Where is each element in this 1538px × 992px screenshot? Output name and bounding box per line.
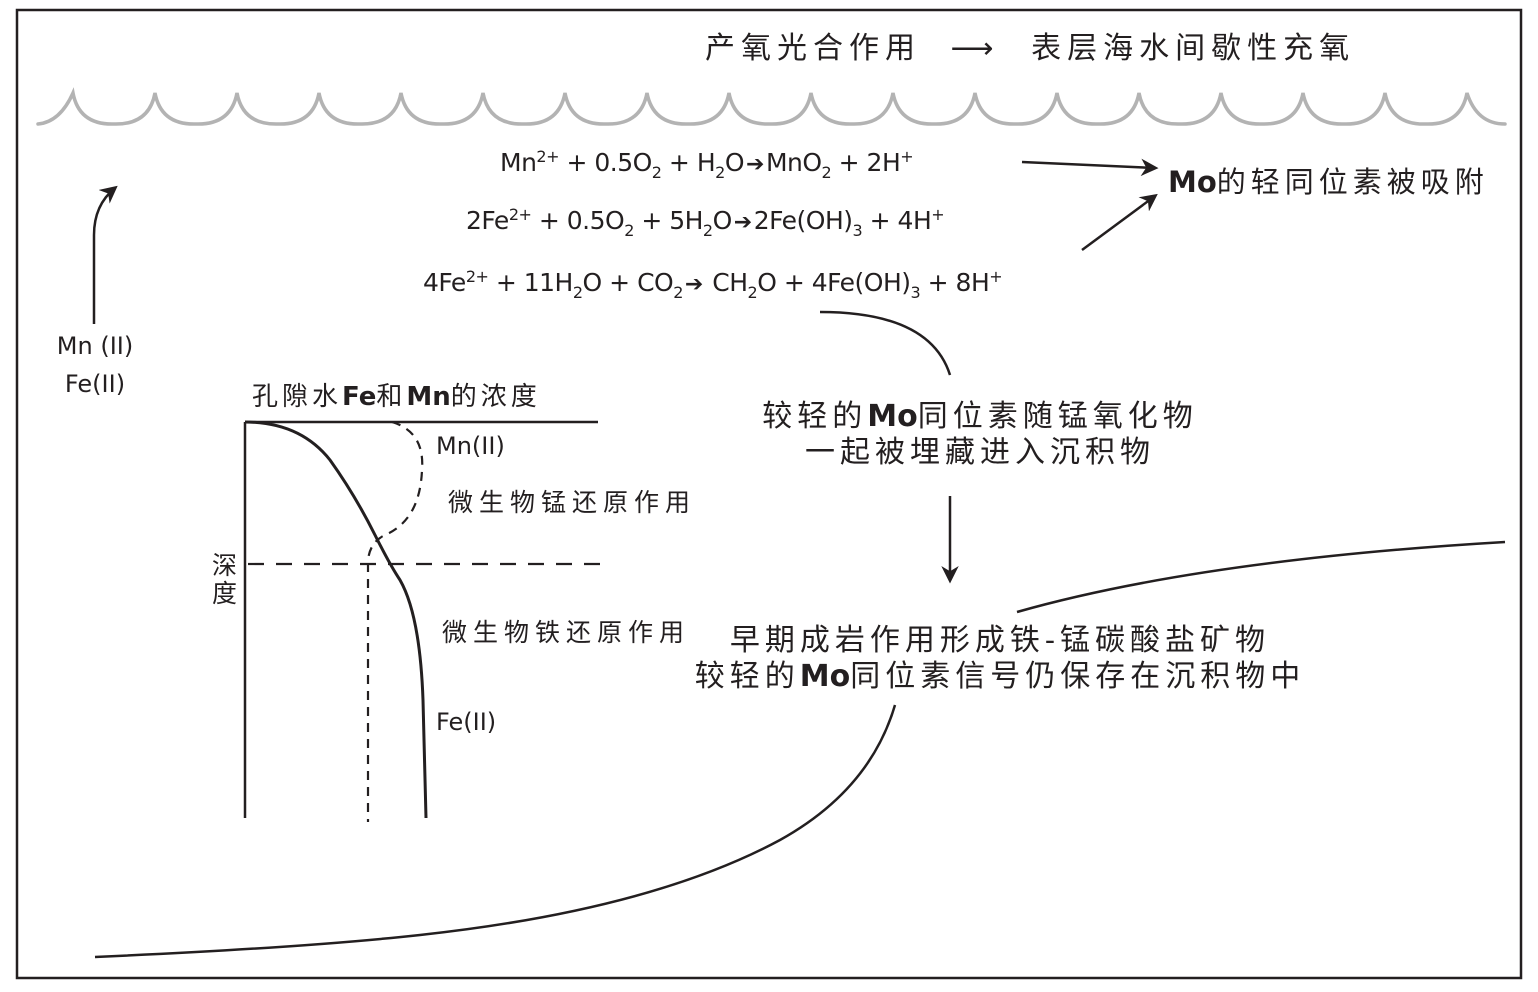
burial-text-line-2: 一起被埋藏进入沉积物 — [805, 435, 1155, 470]
subscript: 2 — [702, 221, 713, 240]
mn-ii-curve-label: Mn(II) — [436, 432, 505, 460]
superscript: 2+ — [508, 205, 532, 224]
diagenesis-text-line-2: 较轻的Mo同位素信号仍保存在沉积物中 — [680, 662, 1320, 692]
upwelling-mn-label: Mn (II) — [56, 332, 134, 360]
depth-label-char-2: 度 — [212, 579, 238, 608]
diagenesis-mo-symbol: Mo — [799, 659, 851, 694]
arrow-mn-oxidation-to-mo — [1021, 158, 1159, 177]
profile-title: 孔隙水Fe和Mn的浓度 — [252, 384, 541, 410]
formula-text: + 4H — [862, 206, 932, 235]
diagenesis-text-pre: 较轻的 — [694, 659, 800, 694]
microbial-fe-reduction-label: 微生物铁还原作用 — [442, 618, 691, 647]
burial-mo-symbol: Mo — [867, 399, 918, 434]
reaction-arrow-icon: ➔ — [684, 272, 703, 297]
formula-text: O — [724, 148, 745, 177]
subscript: 2 — [715, 163, 725, 182]
formula-text: 2Fe(OH) — [753, 206, 853, 235]
subscript: 2 — [651, 163, 662, 182]
title-text: 孔隙水 — [252, 382, 343, 412]
equation-mn-oxidation: Mn2+ + 0.5O2 + H2O➔MnO2 + 2H+ — [500, 147, 914, 181]
title-arrow-icon: ⟶ — [950, 31, 994, 66]
formula-text: 4Fe — [423, 268, 466, 297]
title-text: 的浓度 — [450, 382, 541, 412]
formula-text: CH — [704, 268, 748, 297]
arrow-fe-oxidation-to-mo — [1081, 193, 1158, 252]
formula-text: Mn — [500, 148, 537, 177]
title-photosynthesis: 产氧光合作用 — [705, 31, 921, 66]
upwelling-arrow — [92, 185, 118, 324]
superscript: 2+ — [536, 147, 560, 166]
microbial-mn-reduction-label: 微生物锰还原作用 — [448, 488, 697, 517]
mo-adsorption-text: 的轻同位素被吸附 — [1216, 165, 1489, 199]
mo-light-isotope-adsorbed: Mo的轻同位素被吸附 — [1168, 168, 1489, 197]
depth-label: 深 度 — [212, 552, 237, 608]
superscript: + — [931, 205, 945, 224]
element-symbol: Mn — [406, 382, 451, 412]
reaction-arrow-icon: ➔ — [746, 152, 764, 177]
formula-text: O + 4Fe(OH) — [757, 268, 911, 297]
equation-fe-oxidation: 2Fe2+ + 0.5O2 + 5H2O➔2Fe(OH)3 + 4H+ — [466, 205, 945, 239]
formula-text: + 0.5O — [531, 206, 625, 235]
element-symbol: Fe — [342, 382, 377, 412]
formula-text: + 11H — [488, 268, 574, 297]
subscript: 2 — [747, 283, 758, 302]
seafloor-line-right — [1016, 540, 1506, 614]
figure-frame — [15, 8, 1523, 980]
formula-text: + 0.5O — [559, 148, 652, 177]
subscript: 3 — [910, 283, 921, 302]
formula-text: + H — [661, 148, 716, 177]
upwelling-fe-label: Fe(II) — [64, 370, 126, 398]
depth-label-char-1: 深 — [212, 551, 238, 580]
formula-text: MnO — [765, 148, 822, 177]
subscript: 2 — [821, 163, 832, 182]
subscript: 2 — [624, 221, 634, 240]
burial-text-pre: 较轻的 — [762, 399, 868, 434]
formula-text: O — [712, 206, 733, 235]
title-row: 产氧光合作用 ⟶ 表层海水间歇性充氧 — [705, 34, 1355, 64]
subscript: 2 — [673, 283, 683, 302]
title-surface-oxygenation: 表层海水间歇性充氧 — [1031, 31, 1356, 66]
sea-surface-waves — [36, 87, 1507, 126]
subscript: 2 — [572, 283, 583, 302]
subscript: 3 — [852, 221, 863, 240]
formula-text: O + CO — [582, 268, 674, 297]
formula-text: + 2H — [831, 148, 901, 177]
formula-text: 2Fe — [466, 206, 509, 235]
fe-ii-curve-label: Fe(II) — [436, 708, 497, 736]
seafloor-line-bottom — [94, 704, 897, 959]
connector-curve-burial — [819, 310, 952, 376]
title-text: 和 — [376, 382, 407, 412]
superscript: + — [989, 267, 1003, 286]
diagenesis-text-post: 同位素信号仍保存在沉积物中 — [850, 659, 1306, 694]
fe-ii-profile-curve — [244, 420, 428, 819]
formula-text: + 8H — [920, 268, 990, 297]
equation-fe-photoferrotrophy: 4Fe2+ + 11H2O + CO2➔ CH2O + 4Fe(OH)3 + 8… — [423, 267, 1003, 301]
mo-symbol: Mo — [1168, 165, 1217, 199]
burial-text-line-1: 较轻的Mo同位素随锰氧化物 — [740, 402, 1220, 432]
formula-text: + 5H — [633, 206, 703, 235]
superscript: + — [900, 147, 914, 166]
diagenesis-text-line-1: 早期成岩作用形成铁-锰碳酸盐矿物 — [729, 623, 1271, 658]
superscript: 2+ — [465, 267, 489, 286]
burial-text-post: 同位素随锰氧化物 — [917, 399, 1198, 434]
reaction-arrow-icon: ➔ — [733, 210, 752, 235]
